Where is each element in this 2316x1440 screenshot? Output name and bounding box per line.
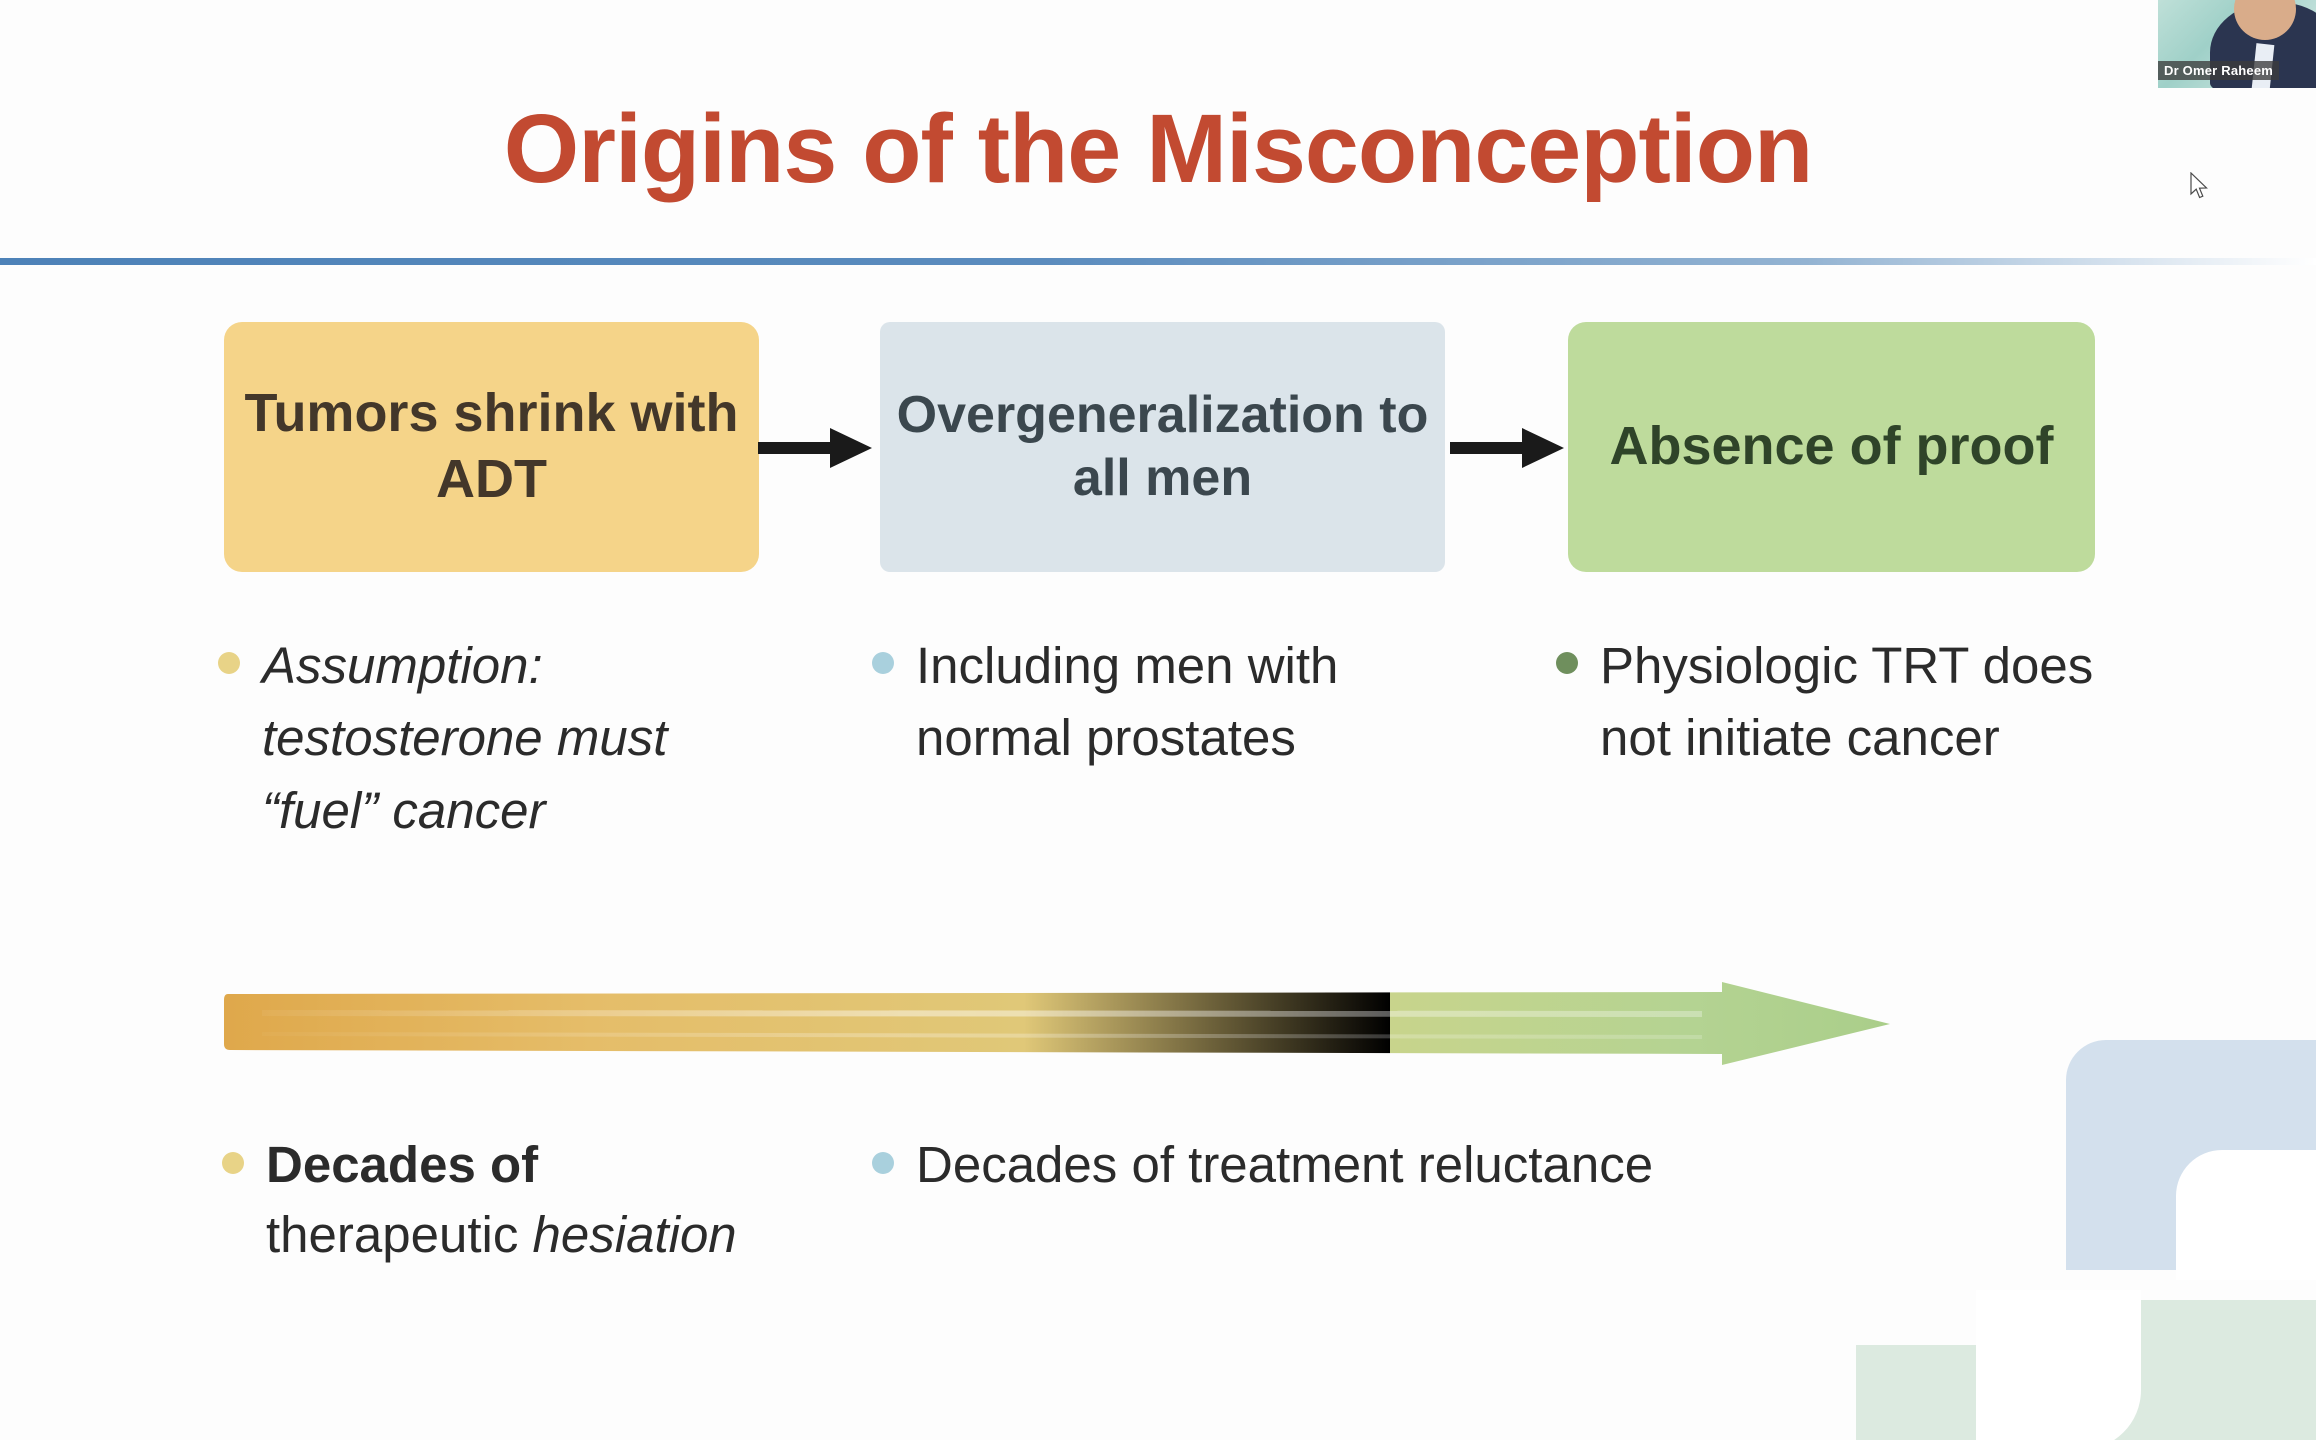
bullet-text: Including men with normal prostates — [916, 637, 1339, 767]
flow-box-absence-of-proof: Absence of proof — [1568, 322, 2095, 572]
bottom-bullet-regular-line: therapeutic — [266, 1206, 533, 1264]
bullet-dot-icon — [1556, 652, 1578, 674]
decorative-blue-shape — [2066, 1040, 2316, 1270]
bottom-bullet-left: Decades of therapeutic hesiation — [222, 1130, 842, 1271]
bullet-column-three: Physiologic TRT does not initiate cancer — [1556, 630, 2096, 775]
bottom-bullet-text: Decades of therapeutic hesiation — [266, 1130, 737, 1271]
mouse-pointer-icon — [2190, 171, 2212, 202]
bullet-column-one: Assumption: testosterone must “fuel” can… — [218, 630, 778, 847]
bullet-dot-icon — [872, 652, 894, 674]
list-item: Decades of therapeutic hesiation — [222, 1130, 842, 1271]
gradient-arrow-right-icon — [222, 980, 1892, 1065]
arrow-right-icon — [1448, 418, 1568, 478]
decorative-green-shape — [2056, 1300, 2316, 1440]
slide-title: Origins of the Misconception — [503, 94, 1814, 203]
bottom-bullet-right: Decades of treatment reluctance — [872, 1130, 1872, 1200]
decorative-green-notch — [1976, 1290, 2141, 1440]
list-item: Assumption: testosterone must “fuel” can… — [218, 630, 778, 847]
list-item: Physiologic TRT does not initiate cancer — [1556, 630, 2096, 775]
bullet-dot-icon — [218, 652, 240, 674]
bullet-column-two: Including men with normal prostates — [872, 630, 1392, 775]
video-participant-tile[interactable]: Dr Omer Raheem — [2158, 0, 2316, 88]
list-item: Decades of treatment reluctance — [872, 1130, 1872, 1200]
bottom-bullet-bold-line: Decades of — [266, 1136, 539, 1193]
decorative-blue-notch — [2176, 1150, 2316, 1280]
flow-box-tumors-shrink: Tumors shrink with ADT — [224, 322, 759, 572]
arrow-right-icon — [756, 418, 876, 478]
decorative-green-shape-two — [1856, 1345, 2156, 1440]
bullet-text: Assumption: testosterone must “fuel” can… — [262, 637, 668, 839]
bullet-text: Physiologic TRT does not initiate cancer — [1600, 637, 2094, 767]
flow-box-overgeneralization: Overgeneralization to all men — [880, 322, 1445, 572]
title-underline-rule — [0, 258, 2316, 265]
bullet-dot-icon — [872, 1152, 894, 1174]
participant-name-label: Dr Omer Raheem — [2158, 61, 2280, 80]
list-item: Including men with normal prostates — [872, 630, 1392, 775]
bottom-bullet-text: Decades of treatment reluctance — [916, 1136, 1654, 1193]
flow-box-label: Absence of proof — [1609, 416, 2054, 477]
flow-box-label: Tumors shrink with ADT — [244, 383, 739, 509]
bullet-dot-icon — [222, 1152, 244, 1174]
flow-box-label: Overgeneralization to all men — [896, 385, 1429, 507]
bottom-bullet-italic-line: hesiation — [532, 1206, 737, 1264]
